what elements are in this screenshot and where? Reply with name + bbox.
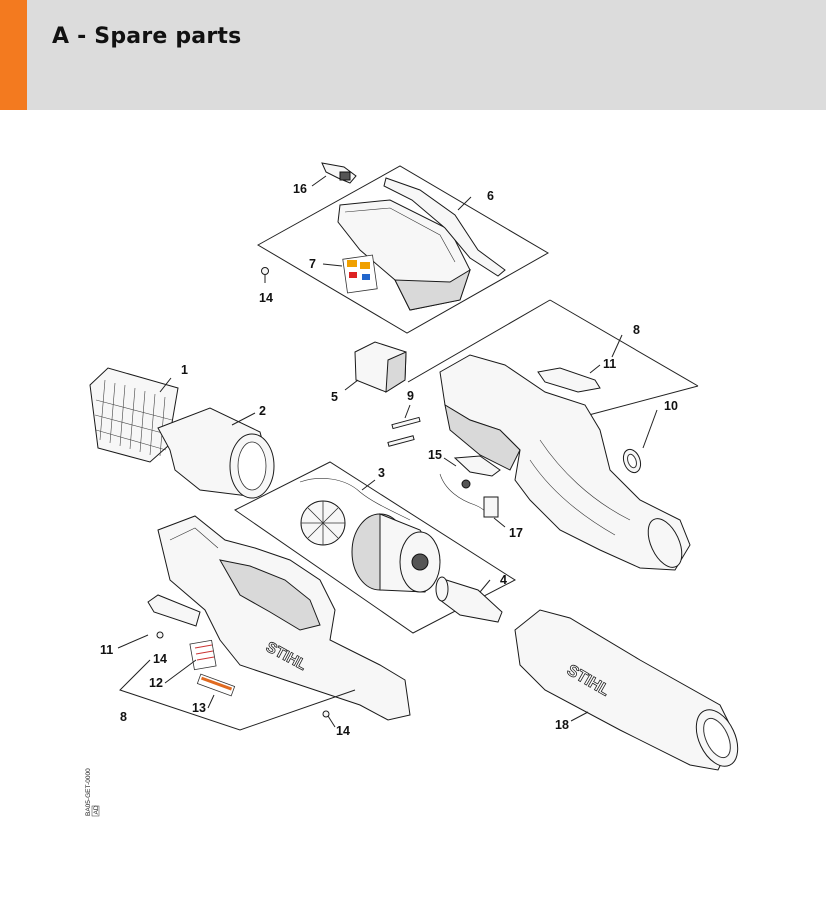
page-title: A - Spare parts	[52, 24, 242, 49]
callout-4: 4	[500, 573, 507, 587]
decal-mark-1	[347, 260, 357, 267]
motor-hub	[411, 553, 429, 571]
grille-slots	[94, 379, 173, 457]
info-label	[189, 639, 217, 671]
contact-strip	[391, 416, 421, 430]
drawing-sub: AD	[93, 805, 100, 814]
handle-cover	[537, 367, 601, 393]
decal-mark-4	[362, 274, 370, 280]
motor-group	[234, 461, 516, 634]
callout-8-right: 8	[633, 323, 640, 337]
callout-13: 13	[192, 701, 206, 715]
header-accent-bar	[0, 0, 27, 110]
cover-assembly-box	[256, 165, 549, 334]
callout-11-left: 11	[100, 643, 113, 657]
drawing-number-block: BA05-GET-0000 AD	[85, 768, 100, 817]
blower-tube-outlet-inner	[703, 717, 731, 759]
callout-2: 2	[259, 404, 266, 418]
page-header: A - Spare parts	[0, 0, 826, 110]
switch-knob	[461, 479, 471, 489]
handle-cover-left	[147, 594, 201, 627]
decal-mark-3	[349, 272, 357, 278]
callout-5: 5	[331, 390, 338, 404]
top-cover-side	[394, 268, 471, 311]
motor-assembly-box	[234, 461, 516, 634]
housing-box-line-2	[549, 299, 699, 387]
blower-tube-group: STIHL	[514, 609, 739, 771]
callout-16: 16	[293, 182, 307, 196]
cover-rail	[383, 177, 506, 277]
main-housing-edge	[169, 527, 219, 549]
callout-14-top: 14	[259, 291, 273, 305]
housing-box-line-1	[407, 299, 551, 383]
switch-bracket	[453, 455, 501, 477]
decal-mark-2	[360, 262, 370, 269]
control-module-side	[385, 351, 407, 393]
drawing-sub-box	[91, 805, 100, 817]
housing-box-line-3	[584, 385, 699, 417]
screw-icon	[156, 631, 164, 639]
cover-group	[256, 162, 549, 334]
info-label-stripes	[194, 644, 215, 661]
latch-button	[339, 171, 351, 181]
housing-rib-1	[539, 439, 631, 521]
switch-connector	[483, 496, 499, 518]
callout-12: 12	[149, 676, 163, 690]
callout-10: 10	[664, 399, 678, 413]
callout-6: 6	[487, 189, 494, 203]
electronics-group	[354, 341, 501, 518]
main-housing-handle-opening	[219, 559, 321, 631]
left-housing-group: STIHL	[119, 515, 411, 731]
nozzle-cone-rim	[435, 576, 449, 602]
right-housing-group	[407, 299, 699, 571]
callout-18: 18	[555, 718, 569, 732]
callout-11-right: 11	[603, 357, 616, 371]
screw-icon	[322, 710, 330, 718]
drawing-number: BA05-GET-0000	[85, 768, 92, 816]
left-housing-box	[119, 659, 356, 731]
callout-labels: 16 6 7 14 8 11 1 5 9 10 2 15 3 17 4 11 1…	[100, 182, 678, 738]
callout-7: 7	[309, 257, 316, 271]
screw-icon	[261, 267, 269, 275]
callout-8-left: 8	[120, 710, 127, 724]
callout-15: 15	[428, 448, 442, 462]
intake-funnel-inner	[237, 441, 267, 491]
motor-cable	[299, 478, 411, 521]
contact-strip-2	[387, 435, 415, 447]
callout-14-bottom: 14	[336, 724, 350, 738]
seal-ring-hole	[627, 453, 637, 469]
housing-rib-2	[529, 459, 616, 536]
rating-label-stripe	[200, 676, 233, 691]
fan-blades	[301, 501, 345, 545]
housing-shell-inner	[444, 403, 521, 471]
callout-14-left: 14	[153, 652, 167, 666]
housing-outlet	[647, 518, 683, 568]
callout-9: 9	[407, 389, 414, 403]
intake-group	[89, 367, 275, 499]
top-cover-edge	[344, 207, 456, 263]
callout-1: 1	[181, 363, 188, 377]
callout-17: 17	[509, 526, 523, 540]
callout-3: 3	[378, 466, 385, 480]
leader-lines	[117, 175, 658, 728]
